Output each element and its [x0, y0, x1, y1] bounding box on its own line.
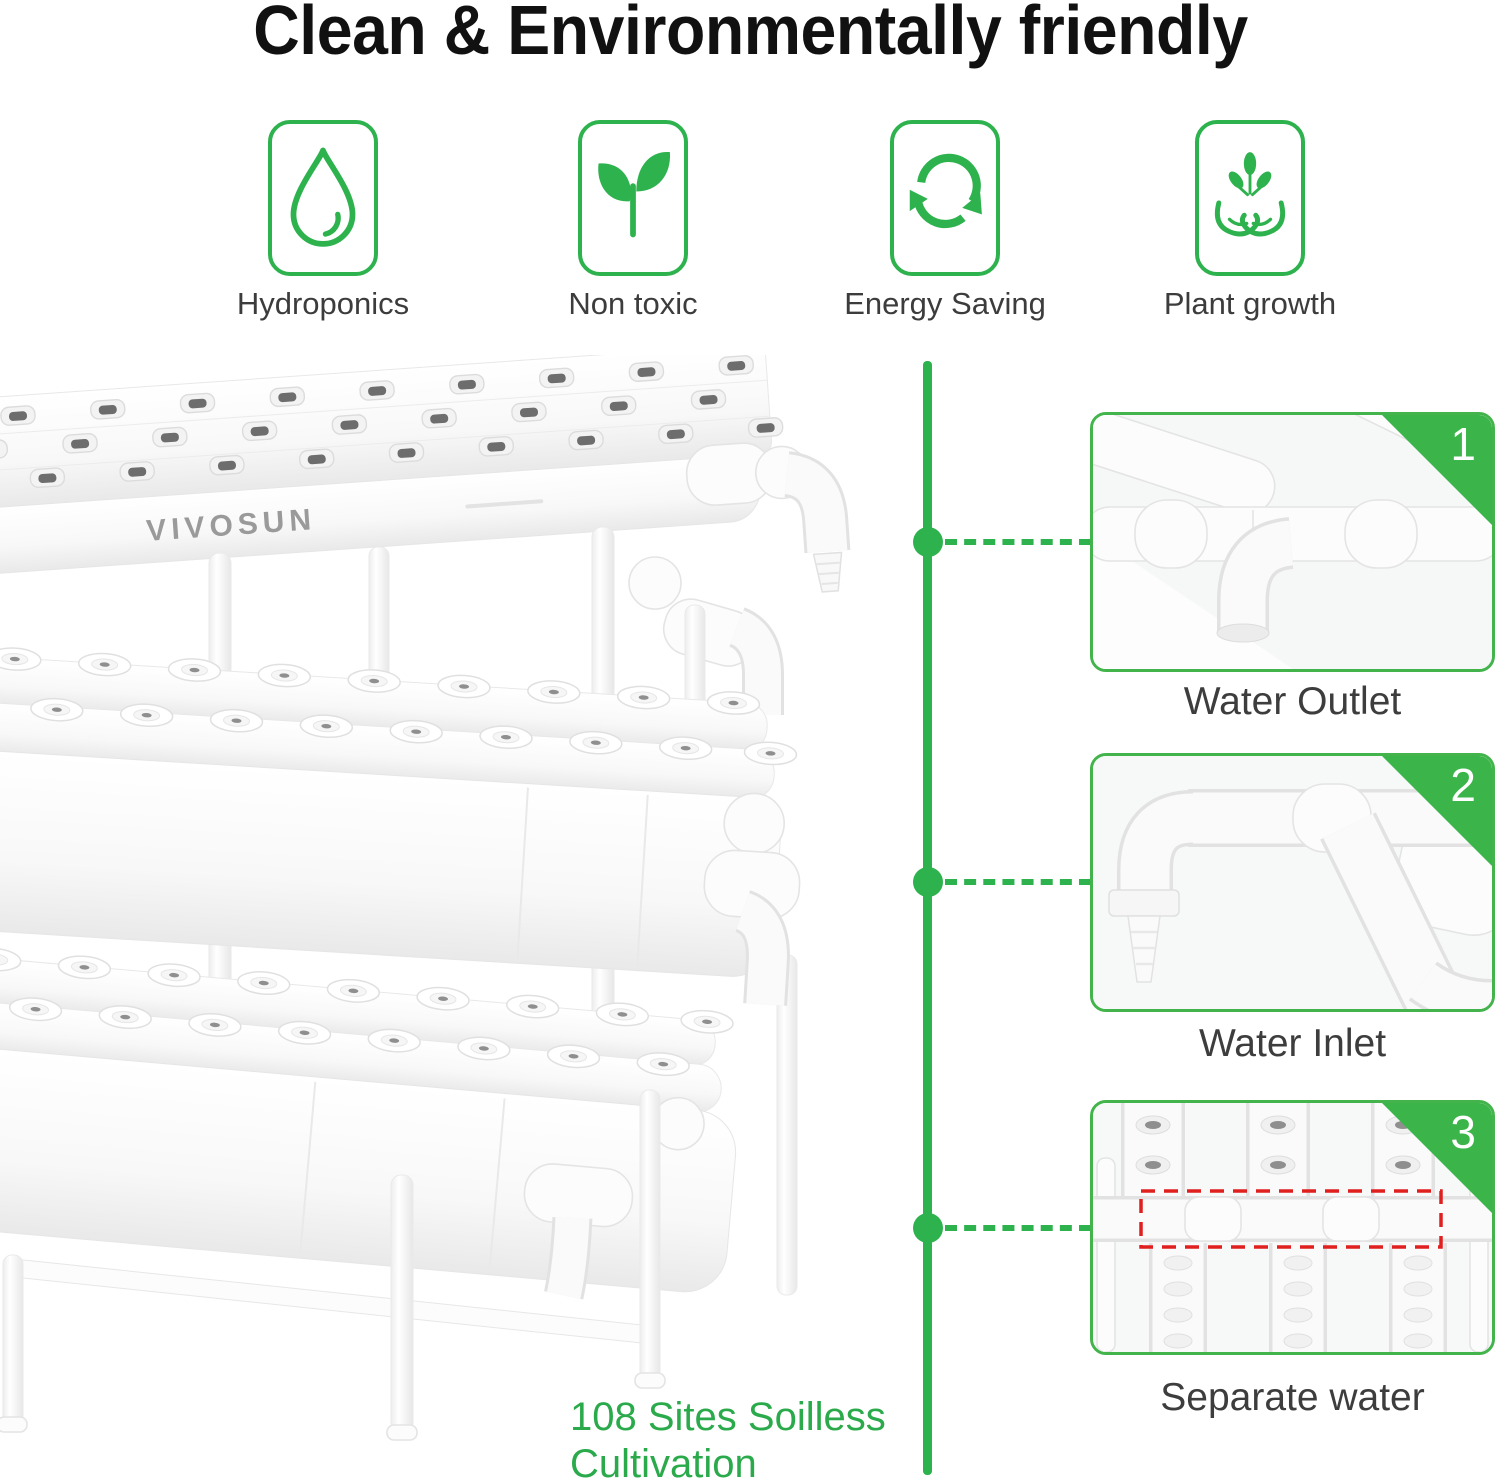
callout-number-3: 3	[1450, 1106, 1476, 1158]
feature-box-hydroponics	[268, 120, 378, 276]
callout-label-water-outlet: Water Outlet	[1183, 680, 1402, 723]
callout-label-water-inlet: Water Inlet	[1198, 1022, 1387, 1065]
feature-label: Plant growth	[1163, 286, 1337, 321]
connector-dash-1	[945, 539, 1091, 545]
callout-card-water-inlet: 2	[1090, 753, 1495, 1012]
leg	[2, 1254, 24, 1426]
feature-label: Energy Saving	[844, 286, 1046, 321]
tier3-deck	[0, 945, 737, 1300]
connector-dot-3	[913, 1213, 943, 1243]
sites-caption: 108 Sites Soilless Cultivation	[570, 1394, 886, 1483]
feature-box-nontoxic	[578, 120, 688, 276]
sites-caption-line1: 108 Sites Soilless	[570, 1395, 886, 1439]
product-photo: VIVOSUN	[0, 355, 851, 1441]
feature-box-energy	[890, 120, 1000, 276]
connector-dot-1	[913, 527, 943, 557]
feature-label: Non toxic	[568, 286, 698, 321]
water-drop-icon	[290, 147, 356, 247]
page-title: Clean & Environmentally friendly	[252, 0, 1248, 69]
callout-number-1: 1	[1450, 418, 1476, 470]
tier2-deck	[0, 645, 801, 1006]
feature-box-growth	[1195, 120, 1305, 276]
separate-water-photo	[1093, 1103, 1492, 1352]
leg	[639, 1089, 661, 1381]
connector-dash-3	[945, 1225, 1091, 1231]
feature-label: Hydroponics	[236, 286, 410, 321]
title-wrap: Clean & Environmentally friendly	[0, 0, 1500, 66]
callout-card-separate-water: 3	[1090, 1100, 1495, 1355]
sites-caption-line2: Cultivation	[570, 1442, 757, 1483]
sprout-icon	[598, 151, 671, 238]
callout-card-water-outlet: 1	[1090, 412, 1495, 672]
leg	[390, 1174, 414, 1434]
connector-dash-2	[945, 879, 1091, 885]
highlight-rectangle	[1139, 1189, 1443, 1249]
plant-hands-icon	[1214, 152, 1286, 237]
callout-label-separate-water: Separate water	[1160, 1376, 1425, 1419]
recycle-icon	[909, 153, 982, 229]
callout-number-2: 2	[1450, 759, 1476, 811]
support-pipe	[776, 954, 798, 1296]
connector-dot-2	[913, 867, 943, 897]
water-inlet-photo	[1093, 756, 1492, 1009]
connector-line	[923, 361, 932, 1475]
tier1-deck: VIVOSUN	[0, 355, 851, 593]
